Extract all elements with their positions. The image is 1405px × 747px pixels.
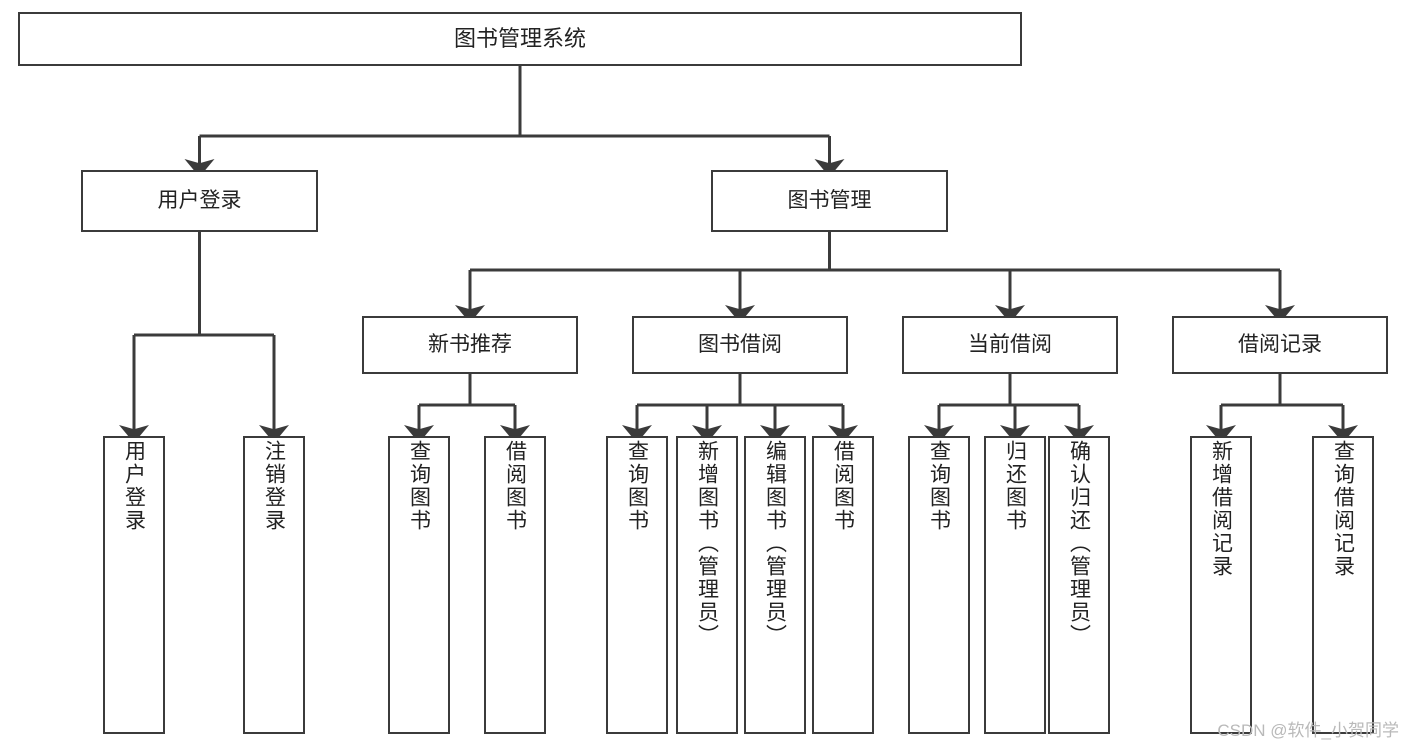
node-leaf-add-record[interactable]: 新增借阅记录: [1190, 436, 1252, 734]
node-leaf-query-book-3[interactable]: 查询图书: [908, 436, 970, 734]
node-book-management-label: 图书管理: [787, 188, 872, 212]
node-user-login-label: 用户登录: [157, 188, 242, 212]
node-leaf-return-book[interactable]: 归还图书: [984, 436, 1046, 734]
node-leaf-query-book-3-label: 查询图书: [927, 440, 951, 532]
node-leaf-query-book-2[interactable]: 查询图书: [606, 436, 668, 734]
node-leaf-add-record-label: 新增借阅记录: [1209, 440, 1233, 578]
node-leaf-query-book-2-label: 查询图书: [625, 440, 649, 532]
node-leaf-borrow-book-2[interactable]: 借阅图书: [812, 436, 874, 734]
node-leaf-query-record-label: 查询借阅记录: [1331, 440, 1355, 578]
node-leaf-query-book-1-label: 查询图书: [407, 440, 431, 532]
node-leaf-return-book-label: 归还图书: [1003, 440, 1027, 532]
node-book-borrow-label: 图书借阅: [698, 332, 782, 356]
node-leaf-user-logout[interactable]: 注销登录: [243, 436, 305, 734]
node-leaf-confirm-return-label: 确认归还（管理员）: [1067, 440, 1091, 647]
node-leaf-borrow-book-1-label: 借阅图书: [503, 440, 527, 532]
node-leaf-add-book[interactable]: 新增图书（管理员）: [676, 436, 738, 734]
node-leaf-user-login[interactable]: 用户登录: [103, 436, 165, 734]
node-borrow-record-label: 借阅记录: [1238, 332, 1322, 356]
node-leaf-user-login-label: 用户登录: [122, 440, 146, 532]
node-leaf-edit-book[interactable]: 编辑图书（管理员）: [744, 436, 806, 734]
node-leaf-query-book-1[interactable]: 查询图书: [388, 436, 450, 734]
node-root[interactable]: 图书管理系统: [18, 12, 1022, 66]
node-user-login[interactable]: 用户登录: [81, 170, 318, 232]
node-leaf-borrow-book-2-label: 借阅图书: [831, 440, 855, 532]
node-new-book-recommend[interactable]: 新书推荐: [362, 316, 578, 374]
node-leaf-confirm-return[interactable]: 确认归还（管理员）: [1048, 436, 1110, 734]
node-leaf-edit-book-label: 编辑图书（管理员）: [763, 440, 787, 647]
node-new-book-recommend-label: 新书推荐: [428, 332, 512, 356]
node-leaf-query-record[interactable]: 查询借阅记录: [1312, 436, 1374, 734]
node-current-borrow-label: 当前借阅: [968, 332, 1052, 356]
node-borrow-record[interactable]: 借阅记录: [1172, 316, 1388, 374]
node-book-borrow[interactable]: 图书借阅: [632, 316, 848, 374]
node-leaf-borrow-book-1[interactable]: 借阅图书: [484, 436, 546, 734]
node-book-management[interactable]: 图书管理: [711, 170, 948, 232]
watermark: CSDN @软件_小贺同学: [1217, 721, 1399, 740]
node-leaf-user-logout-label: 注销登录: [262, 440, 286, 532]
node-root-label: 图书管理系统: [453, 26, 586, 52]
node-current-borrow[interactable]: 当前借阅: [902, 316, 1118, 374]
node-leaf-add-book-label: 新增图书（管理员）: [695, 440, 719, 647]
